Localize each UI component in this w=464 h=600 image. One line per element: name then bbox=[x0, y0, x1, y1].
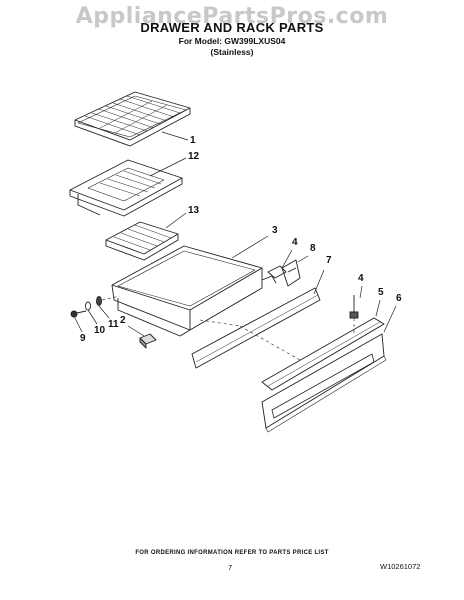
document-id: W10261072 bbox=[380, 562, 421, 571]
bracket-part bbox=[281, 259, 301, 287]
finish-line: (Stainless) bbox=[210, 47, 254, 57]
callout-4-screw: 4 bbox=[358, 273, 364, 284]
oven-rack-part bbox=[74, 91, 191, 147]
leader-lines bbox=[73, 131, 397, 337]
model-number-line: For Model: GW399LXUS04 bbox=[178, 36, 286, 46]
callout-10: 10 bbox=[94, 325, 106, 336]
callout-11: 11 bbox=[108, 319, 119, 330]
small-rack-part bbox=[105, 221, 179, 261]
ordering-note: FOR ORDERING INFORMATION REFER TO PARTS … bbox=[135, 550, 329, 556]
callout-4-clip: 4 bbox=[292, 237, 298, 248]
drawer-handle-part bbox=[261, 317, 385, 391]
callout-6: 6 bbox=[396, 293, 402, 304]
callout-5: 5 bbox=[378, 287, 384, 298]
frame-rack-part bbox=[69, 159, 183, 217]
fastener-stack-part bbox=[70, 296, 102, 318]
outer-drawer-front-part bbox=[261, 333, 387, 433]
callout-12: 12 bbox=[188, 151, 200, 162]
callout-7: 7 bbox=[326, 255, 332, 266]
page-title: DRAWER AND RACK PARTS bbox=[140, 20, 324, 35]
stop-block-part bbox=[139, 333, 157, 349]
callout-9: 9 bbox=[80, 333, 86, 344]
drawer-front-panel-part bbox=[191, 287, 321, 369]
clip-part bbox=[267, 265, 287, 279]
callout-1: 1 bbox=[190, 135, 196, 146]
page-number: 7 bbox=[228, 563, 233, 572]
callout-3: 3 bbox=[272, 225, 278, 236]
callout-2: 2 bbox=[120, 315, 126, 326]
callout-8: 8 bbox=[310, 243, 316, 254]
alignment-lines bbox=[101, 295, 355, 361]
screw-part bbox=[349, 295, 359, 319]
callout-13: 13 bbox=[188, 205, 200, 216]
